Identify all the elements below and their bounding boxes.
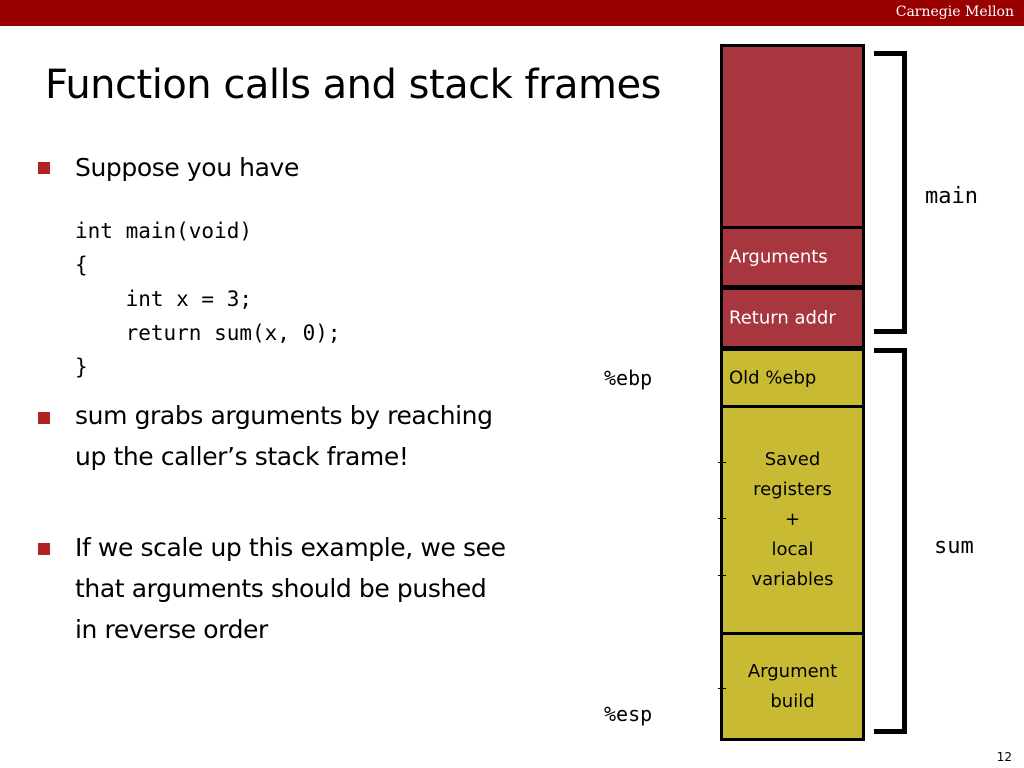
stack-cell-label: Saved registers + local variables — [751, 449, 834, 590]
stack-cell-main-locals — [720, 44, 865, 229]
bullet-text-2: sum grabs arguments by reaching up the c… — [75, 401, 493, 471]
main-frame-label: main — [925, 184, 978, 209]
bullet-marker — [38, 543, 50, 555]
ebp-register-label: %ebp — [604, 366, 653, 390]
stack-cell-arguments: Arguments — [720, 226, 865, 288]
stack-tick — [718, 688, 726, 689]
page-number: 12 — [996, 750, 1012, 764]
stack-cell-label: Argument build — [747, 660, 838, 712]
bullet-text-3: If we scale up this example, we see that… — [75, 533, 506, 644]
stack-tick — [718, 462, 726, 463]
stack-cell-saved-registers: Saved registers + local variables — [720, 405, 865, 635]
esp-register-label: %esp — [604, 702, 653, 726]
bullet-text-1: Suppose you have — [75, 153, 299, 182]
stack-cell-return-addr: Return addr — [720, 287, 865, 349]
sum-frame-bracket — [874, 348, 907, 734]
code-block: int main(void) { int x = 3; return sum(x… — [75, 219, 341, 379]
stack-cell-label: Return addr — [729, 307, 836, 329]
stack-cell-old-ebp: Old %ebp — [720, 348, 865, 408]
stack-cell-argument-build: Argument build — [720, 632, 865, 741]
stack-cell-label: Old %ebp — [729, 367, 817, 389]
bullet-marker — [38, 162, 50, 174]
stack-tick — [718, 575, 726, 576]
main-frame-bracket — [874, 51, 907, 334]
stack-tick — [718, 518, 726, 519]
sum-frame-label: sum — [934, 534, 974, 559]
header-bar: Carnegie Mellon — [0, 0, 1024, 26]
slide-title: Function calls and stack frames — [45, 62, 661, 108]
brand-text: Carnegie Mellon — [895, 4, 1014, 20]
stack-cell-label: Arguments — [729, 246, 828, 268]
bullet-marker — [38, 412, 50, 424]
